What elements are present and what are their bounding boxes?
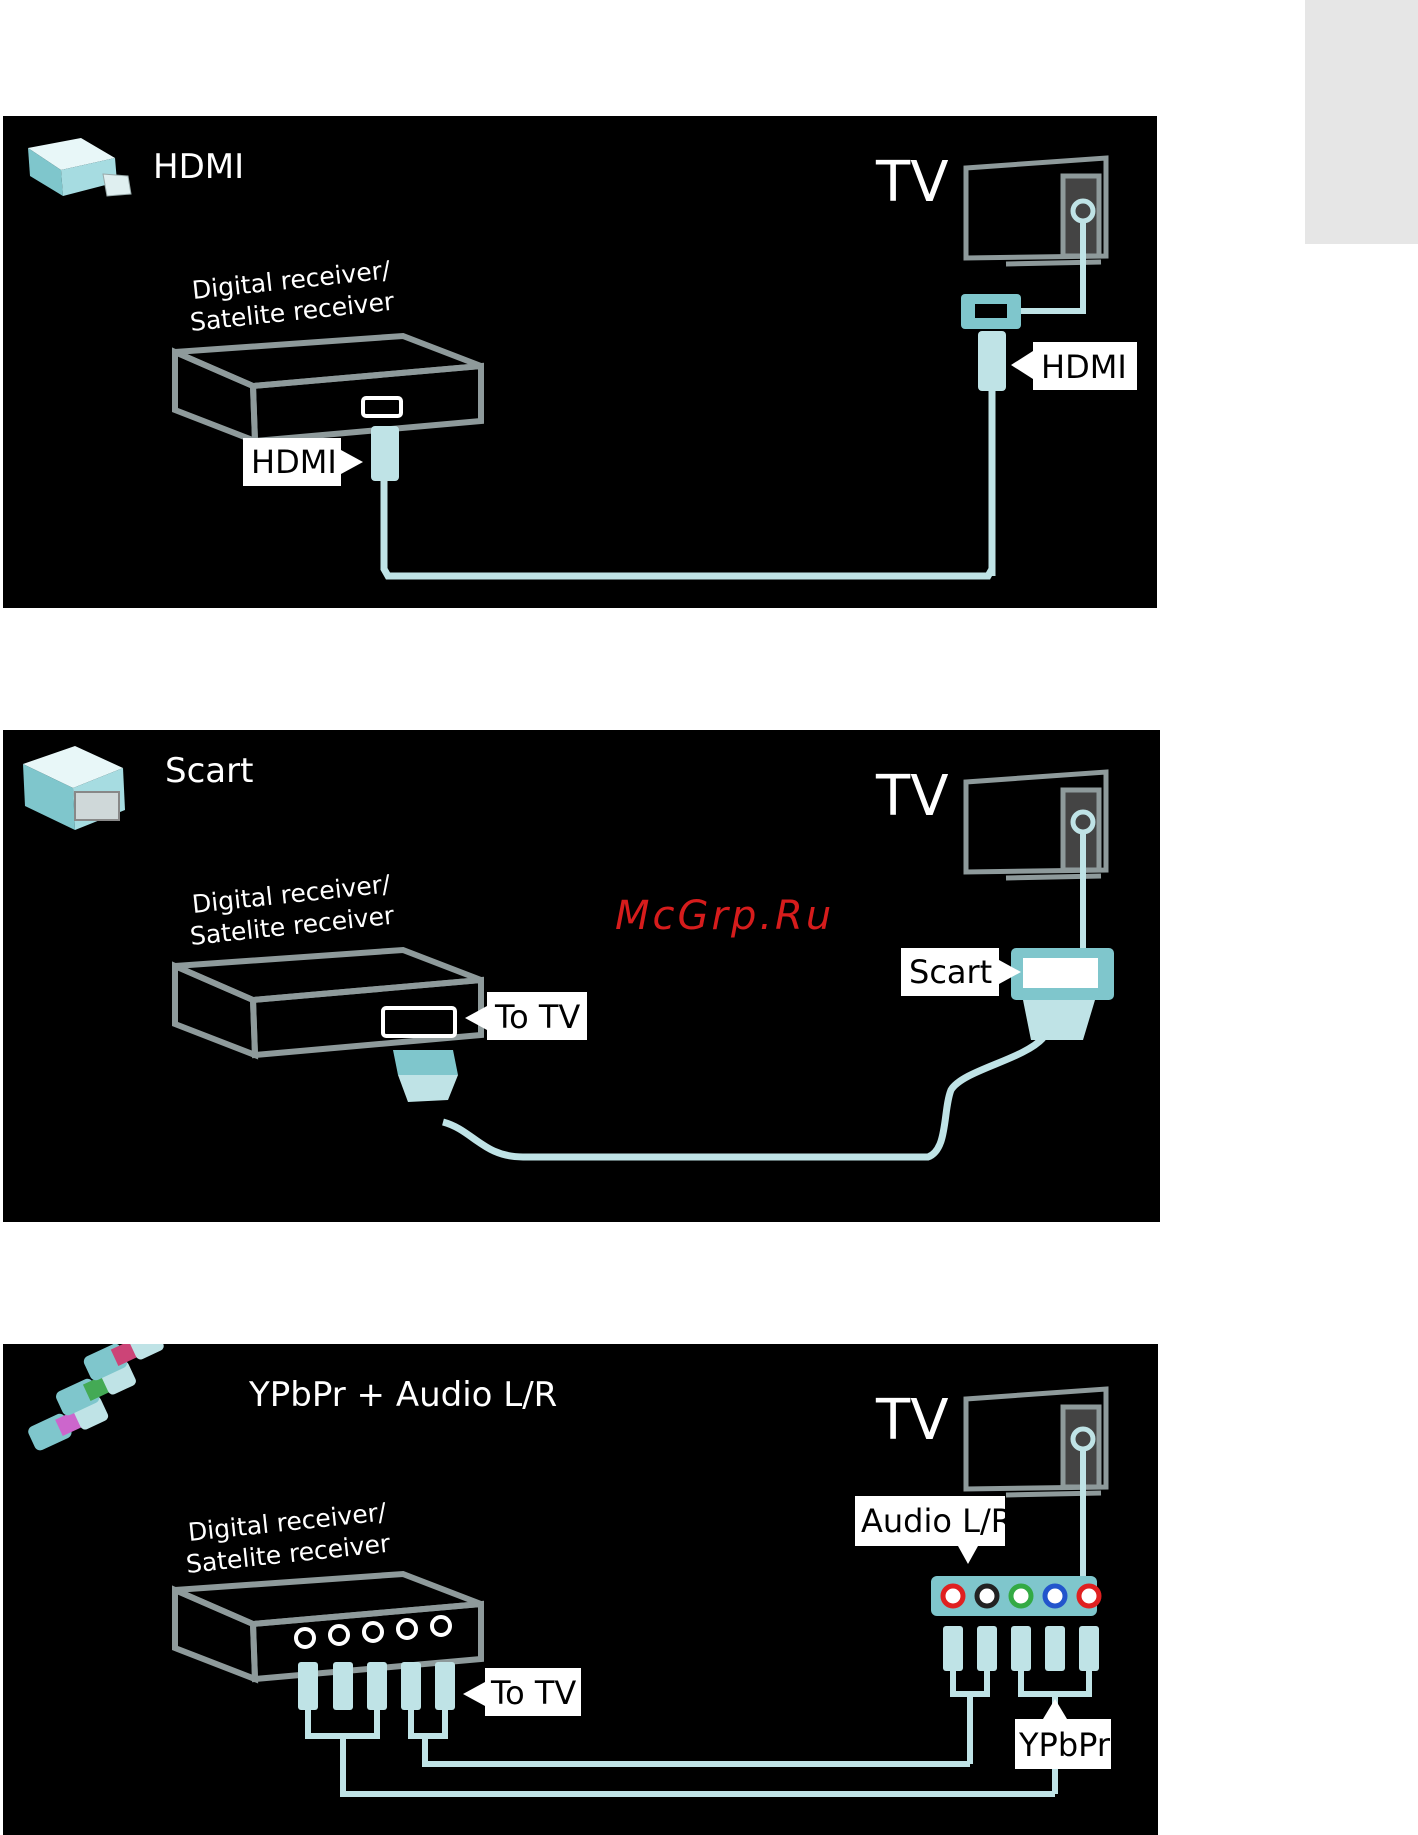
panel-title: YPbPr + Audio L/R	[248, 1375, 557, 1415]
tv-audio-label: Audio L/R	[855, 1496, 1013, 1564]
svg-text:Audio L/R: Audio L/R	[861, 1502, 1013, 1540]
svg-text:To TV: To TV	[490, 1674, 576, 1712]
watermark: McGrp.Ru	[615, 893, 834, 939]
tv-label: TV	[875, 1388, 949, 1453]
tv-port-label: HDMI	[1011, 342, 1137, 390]
svg-text:YPbPr: YPbPr	[1018, 1726, 1111, 1764]
svg-text:HDMI: HDMI	[251, 443, 337, 481]
svg-text:HDMI: HDMI	[1041, 348, 1127, 386]
hdmi-connector-icon	[28, 138, 131, 196]
scart-panel: Scart TV Scart Digital receiver/ Satelit…	[3, 730, 1160, 1222]
hdmi-panel: HDMI TV HDMI Digital receiver/ Satelite …	[3, 116, 1157, 608]
digital-receiver-box	[175, 336, 481, 441]
tv-video-label: YPbPr	[1015, 1699, 1111, 1769]
scart-connector-icon	[23, 746, 125, 830]
receiver-hdmi-port	[363, 398, 401, 416]
receiver-scart-port	[383, 1008, 455, 1036]
device-port-label: To TV	[463, 1668, 581, 1716]
svg-text:Scart: Scart	[909, 953, 992, 991]
receiver-rca-ports	[296, 1617, 450, 1647]
page-tab-marker	[1305, 0, 1418, 244]
digital-receiver-box	[175, 1574, 481, 1679]
tv-label: TV	[875, 150, 949, 215]
rca-connectors-icon	[9, 1344, 182, 1452]
panel-title: HDMI	[153, 147, 244, 187]
tv-port-label: Scart	[901, 948, 1021, 996]
digital-receiver-box	[175, 950, 481, 1055]
device-port-label: HDMI	[243, 438, 363, 486]
ypbpr-panel: YPbPr + Audio L/R TV	[3, 1344, 1158, 1835]
svg-text:To TV: To TV	[494, 998, 580, 1036]
panel-title: Scart	[165, 751, 253, 791]
tv-label: TV	[875, 764, 949, 829]
tv-hdmi-plug	[978, 331, 1006, 391]
